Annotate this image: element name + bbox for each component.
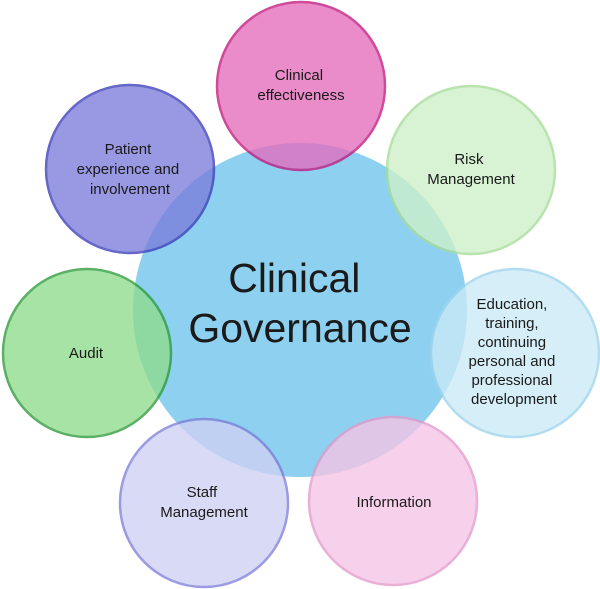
center-label-line: Clinical (228, 255, 360, 301)
information-circle (307, 415, 479, 587)
label-line: Patient (105, 141, 153, 158)
label-line: experience and (77, 161, 180, 178)
label-line: continuing (478, 334, 546, 351)
label-line: Staff (187, 484, 218, 501)
audit-label: Audit (69, 345, 104, 362)
education-training-label: Education, training, continuing personal… (469, 296, 560, 408)
label-line: Clinical (275, 67, 323, 84)
center-label-line: Governance (188, 305, 411, 351)
patient-experience-label: Patient experience and involvement (77, 141, 184, 198)
label-line: training, (485, 315, 538, 332)
center-label: Clinical Governance (188, 255, 411, 351)
audit-circle (1, 267, 173, 439)
clinical-effectiveness-circle (215, 0, 387, 172)
clinical-effectiveness-label: Clinical effectiveness (257, 67, 344, 104)
label-line: Education, (476, 296, 547, 313)
education-training-circle (429, 267, 600, 439)
label-line: Risk (454, 151, 484, 168)
label-line: personal and (469, 353, 556, 370)
label-line: effectiveness (257, 87, 344, 104)
label-line: professional (471, 372, 552, 389)
label-line: involvement (90, 181, 171, 198)
label-line: Audit (69, 345, 104, 362)
information-label: Information (356, 494, 431, 511)
patient-experience-circle (44, 83, 216, 255)
risk-management-circle (385, 84, 557, 256)
staff-management-circle (118, 417, 290, 589)
label-line: Information (356, 494, 431, 511)
label-line: development (471, 391, 558, 408)
label-line: Management (427, 171, 515, 188)
staff-management-label: Staff Management (160, 484, 248, 521)
center-circle (133, 143, 467, 477)
risk-management-label: Risk Management (427, 151, 515, 188)
label-line: Management (160, 504, 248, 521)
